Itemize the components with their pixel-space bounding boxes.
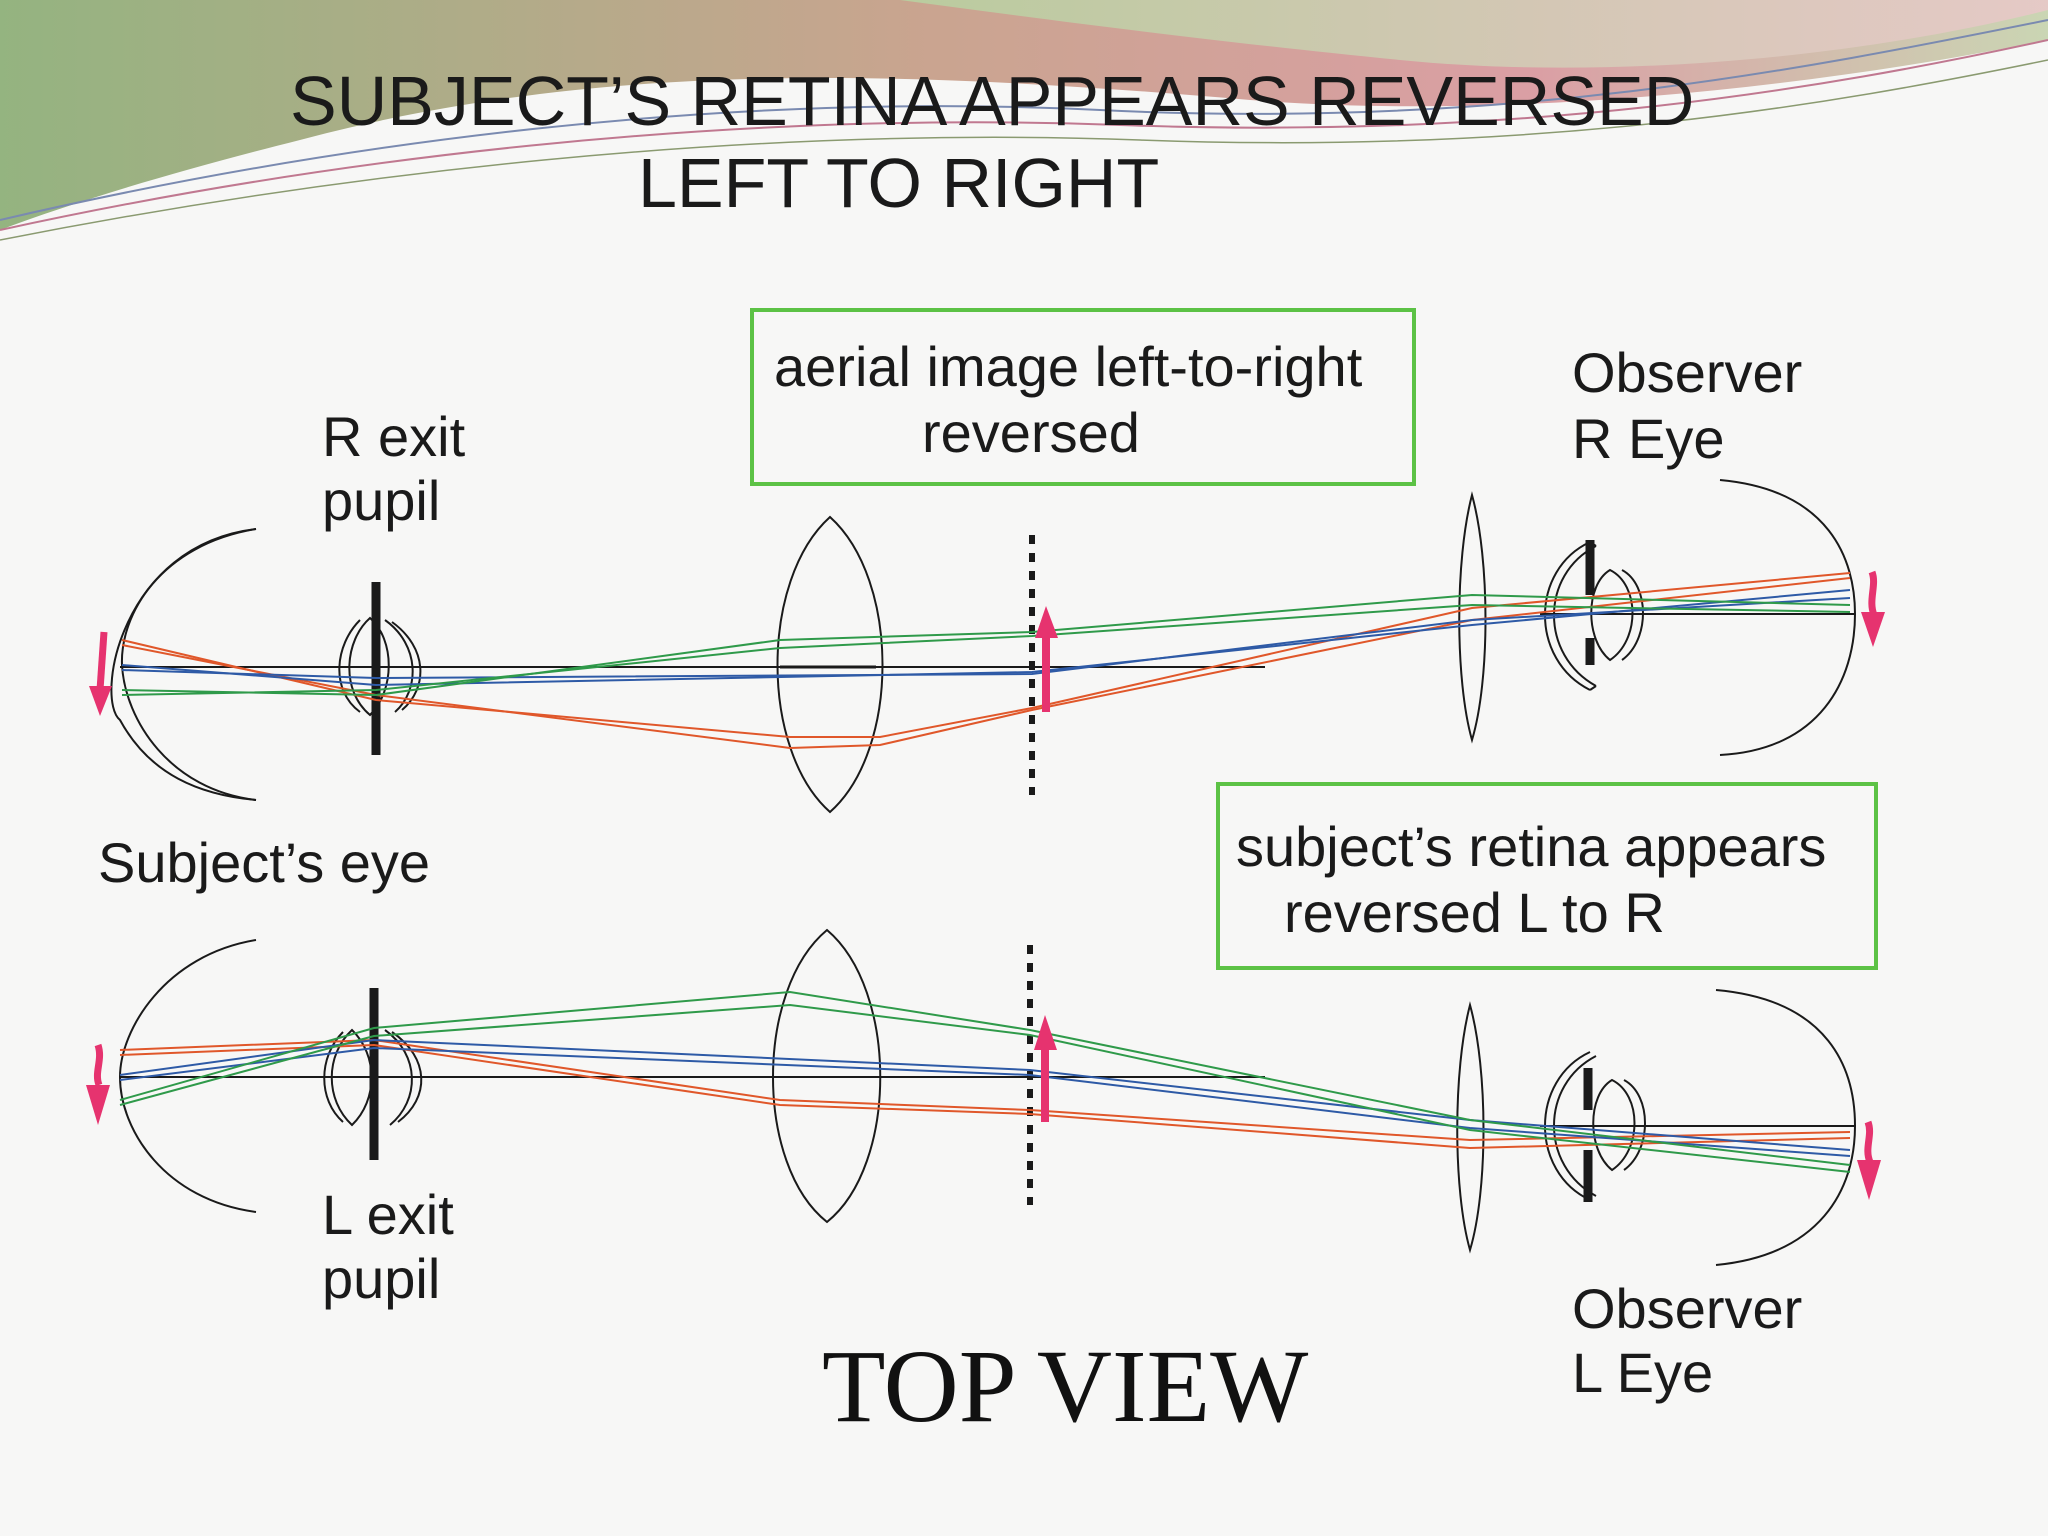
subject-eye-arc — [110, 528, 257, 801]
r-exit-pupil-label-1: R exit — [322, 405, 466, 468]
title-line-2: LEFT TO RIGHT — [638, 144, 1160, 222]
observer-retina-arrow — [1861, 570, 1885, 647]
condensing-lens — [776, 515, 884, 814]
aerial-image-callout: aerial image left-to-right reversed — [750, 308, 1416, 486]
observer-l-label-2: L Eye — [1572, 1341, 1714, 1404]
r-exit-pupil-label-2: pupil — [322, 469, 441, 532]
exit-pupil-lens-lower — [323, 988, 423, 1160]
retina-callout: subject’s retina appears reversed L to R — [1216, 782, 1878, 970]
lower-optical-path — [86, 928, 1881, 1266]
subject-eye-arc-lower — [118, 939, 257, 1213]
subject-retina-arrow — [89, 631, 112, 716]
observer-retina-arrow-lower — [1857, 1120, 1881, 1200]
observer-r-label-1: Observer — [1572, 341, 1803, 404]
aerial-callout-line-1: aerial image left-to-right — [774, 335, 1363, 398]
observer-eye-arc — [1719, 479, 1857, 756]
upper-optical-path — [89, 479, 1885, 814]
exit-pupil-lens — [338, 582, 422, 755]
aerial-callout-line-2: reversed — [922, 401, 1140, 464]
eyepiece-lens-lower — [1456, 1001, 1485, 1254]
observer-eye-arc-lower — [1715, 989, 1857, 1266]
title-line-1: SUBJECT’S RETINA APPEARS REVERSED — [290, 62, 1695, 140]
eyepiece-lens — [1458, 491, 1487, 744]
rays-lower — [119, 990, 1851, 1173]
aerial-image-arrow — [1035, 606, 1058, 712]
retina-callout-line-1: subject’s retina appears — [1236, 815, 1827, 878]
rays-upper — [121, 572, 1851, 750]
subjects-eye-label: Subject’s eye — [98, 831, 431, 894]
aerial-image-arrow-lower — [1034, 1015, 1057, 1122]
header-swoosh — [0, 0, 2048, 241]
top-view-label: TOP VIEW — [822, 1329, 1309, 1444]
observer-r-label-2: R Eye — [1572, 407, 1725, 470]
observer-l-label-1: Observer — [1572, 1277, 1803, 1340]
l-exit-pupil-label-1: L exit — [322, 1183, 454, 1246]
retina-callout-line-2: reversed L to R — [1284, 881, 1665, 944]
observer-pupil-lens — [1544, 540, 1644, 691]
l-exit-pupil-label-2: pupil — [322, 1247, 441, 1310]
condensing-lens-lower — [772, 928, 882, 1224]
subject-retina-arrow-lower — [86, 1043, 110, 1125]
